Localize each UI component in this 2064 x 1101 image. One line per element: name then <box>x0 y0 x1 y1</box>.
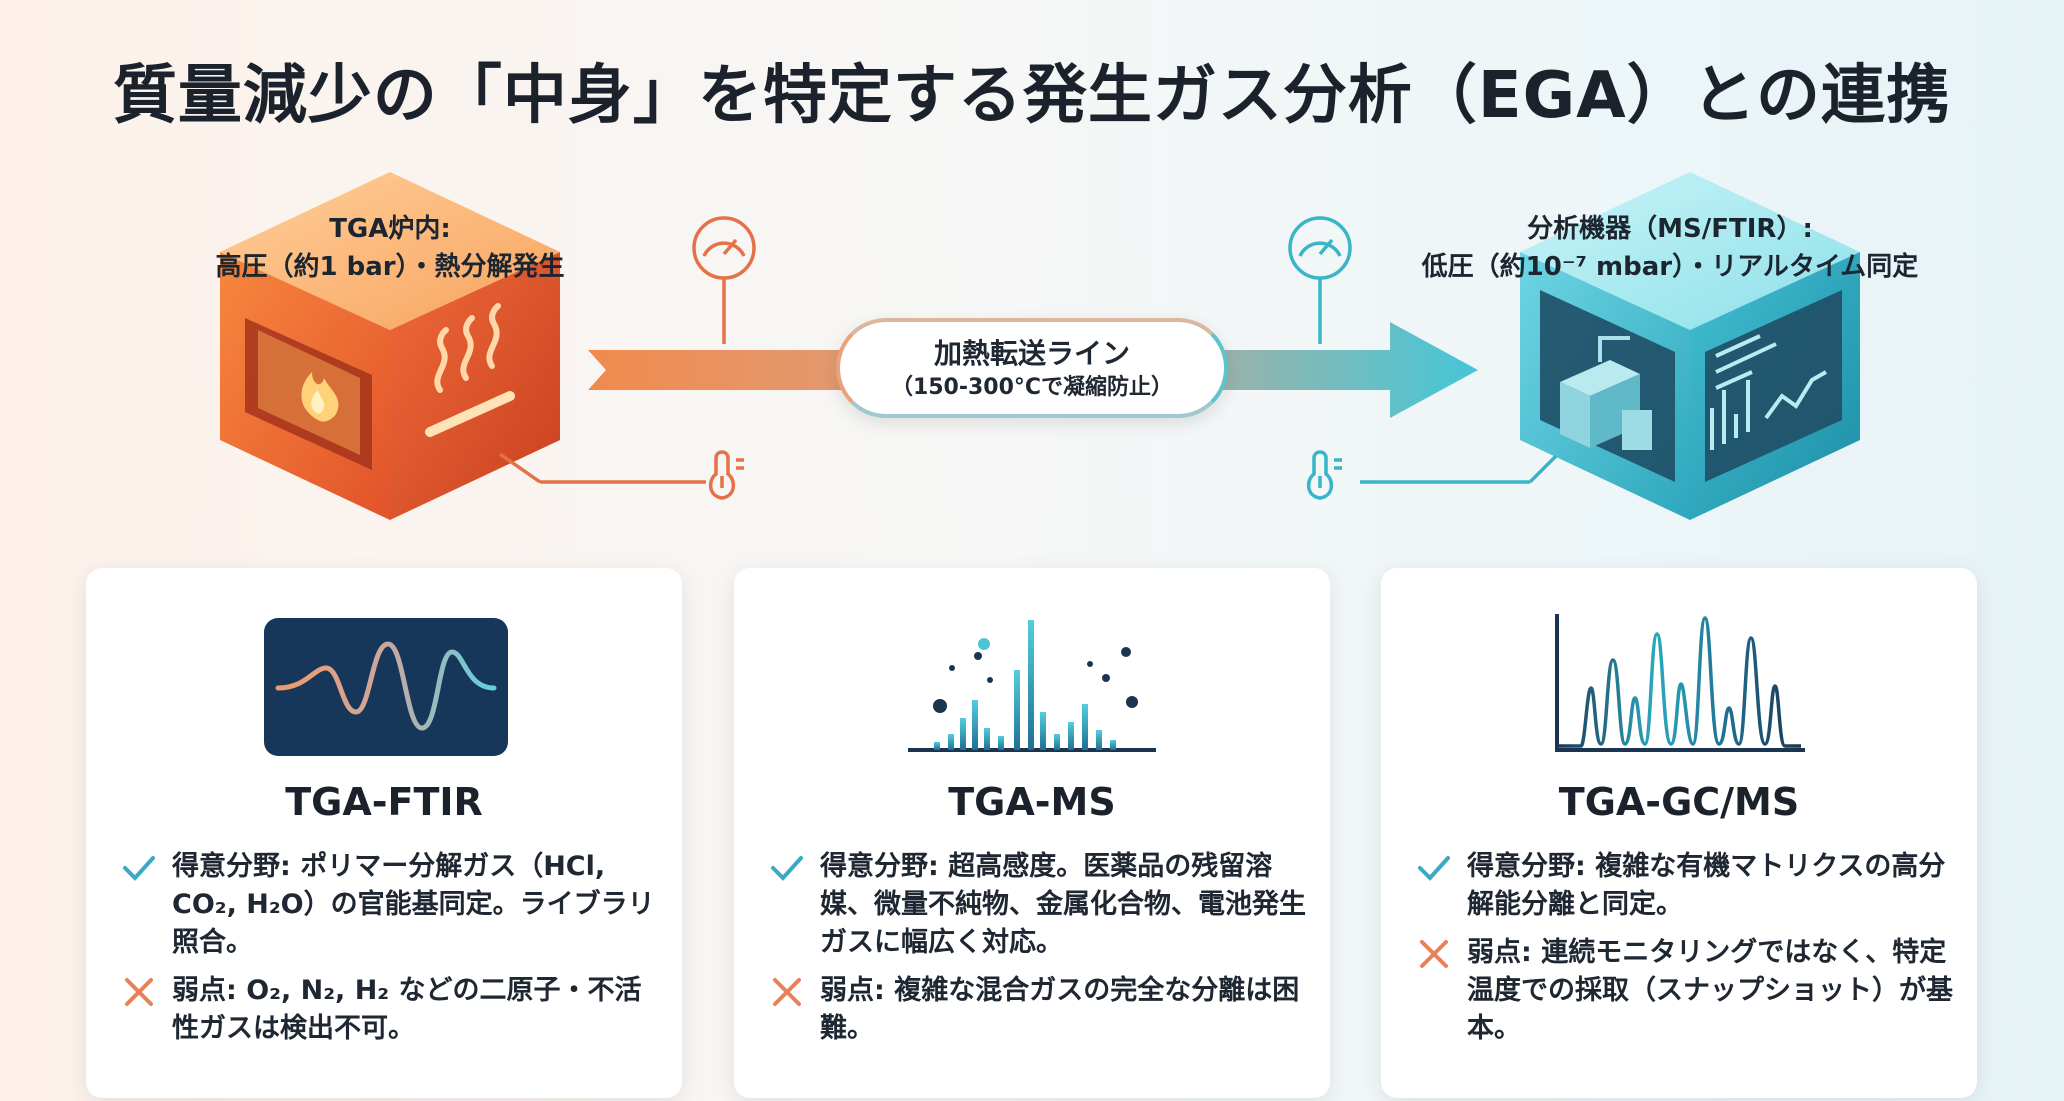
chromatogram-icon <box>1555 614 1805 752</box>
check-icon <box>123 856 155 881</box>
strength-text: 得意分野: 超高感度。医薬品の残留溶媒、微量不純物、金属化合物、電池発生ガスに幅… <box>820 851 1306 958</box>
mass-spectrum-icon <box>908 620 1156 752</box>
cross-icon <box>773 978 801 1006</box>
tga-chamber-label: TGA炉内: 高圧（約1 bar）・熱分解発生 <box>160 210 620 286</box>
weakness-item: 弱点: 連続モニタリングではなく、特定温度での採取（スナップショット）が基本。 <box>1417 934 1957 1048</box>
strength-item: 得意分野: 超高感度。医薬品の残留溶媒、微量不純物、金属化合物、電池発生ガスに幅… <box>770 848 1310 962</box>
cross-icon <box>125 978 153 1006</box>
strength-text: 得意分野: 複雑な有機マトリクスの高分解能分離と同定。 <box>1467 851 1946 920</box>
weakness-text: 弱点: 複雑な混合ガスの完全な分離は困難。 <box>820 975 1300 1044</box>
weakness-text: 弱点: 連続モニタリングではなく、特定温度での採取（スナップショット）が基本。 <box>1467 937 1953 1044</box>
strength-item: 得意分野: ポリマー分解ガス（HCl, CO₂, H₂O）の官能基同定。ライブラ… <box>122 848 662 962</box>
transfer-line-subtitle: （150-300°Cで凝縮防止） <box>890 375 1174 400</box>
flame-icon <box>301 372 339 422</box>
card-title: TGA-MS <box>948 780 1116 824</box>
card-title: TGA-GC/MS <box>1558 780 1800 824</box>
thermometer-icon <box>498 450 744 500</box>
page-title: 質量減少の「中身」を特定する発生ガス分析（EGA）との連携 <box>112 59 1952 133</box>
card-title: TGA-FTIR <box>285 780 483 824</box>
heat-waves-icon <box>425 303 515 437</box>
card-tga-ftir: TGA-FTIR 得意分野: ポリマー分解ガス（HCl, CO₂, H₂O）の官… <box>86 568 682 1098</box>
strength-item: 得意分野: 複雑な有機マトリクスの高分解能分離と同定。 <box>1417 848 1957 924</box>
check-icon <box>1418 856 1450 881</box>
analyzer-line2: 低圧（約10⁻⁷ mbar）・リアルタイム同定 <box>1421 252 1919 282</box>
instrument-icon <box>1560 336 1652 450</box>
check-icon <box>771 856 803 881</box>
weakness-text: 弱点: O₂, N₂, H₂ などの二原子・不活性ガスは検出不可。 <box>172 975 642 1044</box>
ega-flow-diagram <box>220 172 1860 520</box>
analyzer-label: 分析機器（MS/FTIR）: 低圧（約10⁻⁷ mbar）・リアルタイム同定 <box>1390 210 1950 286</box>
gauge-icon <box>1288 216 1352 344</box>
thermometer-icon <box>1306 450 1558 500</box>
tga-chamber-line1: TGA炉内: <box>329 214 451 244</box>
transfer-line-pill: 加熱転送ライン （150-300°Cで凝縮防止） <box>836 318 1228 418</box>
weakness-item: 弱点: 複雑な混合ガスの完全な分離は困難。 <box>770 972 1310 1048</box>
waveform-icon <box>264 618 508 756</box>
card-tga-gcms: TGA-GC/MS 得意分野: 複雑な有機マトリクスの高分解能分離と同定。 弱点… <box>1381 568 1977 1098</box>
analyzer-line1: 分析機器（MS/FTIR）: <box>1527 214 1813 244</box>
card-tga-ms: TGA-MS 得意分野: 超高感度。医薬品の残留溶媒、微量不純物、金属化合物、電… <box>734 568 1330 1098</box>
tga-chamber-line2: 高圧（約1 bar）・熱分解発生 <box>215 252 565 282</box>
strength-text: 得意分野: ポリマー分解ガス（HCl, CO₂, H₂O）の官能基同定。ライブラ… <box>172 851 655 958</box>
bar-chart-icon <box>1710 334 1827 450</box>
tga-furnace-cube <box>220 172 560 520</box>
gauge-icon <box>692 216 756 344</box>
analyzer-cube <box>1520 172 1860 520</box>
weakness-item: 弱点: O₂, N₂, H₂ などの二原子・不活性ガスは検出不可。 <box>122 972 662 1048</box>
transfer-line-title: 加熱転送ライン <box>933 337 1130 370</box>
cross-icon <box>1420 940 1448 968</box>
